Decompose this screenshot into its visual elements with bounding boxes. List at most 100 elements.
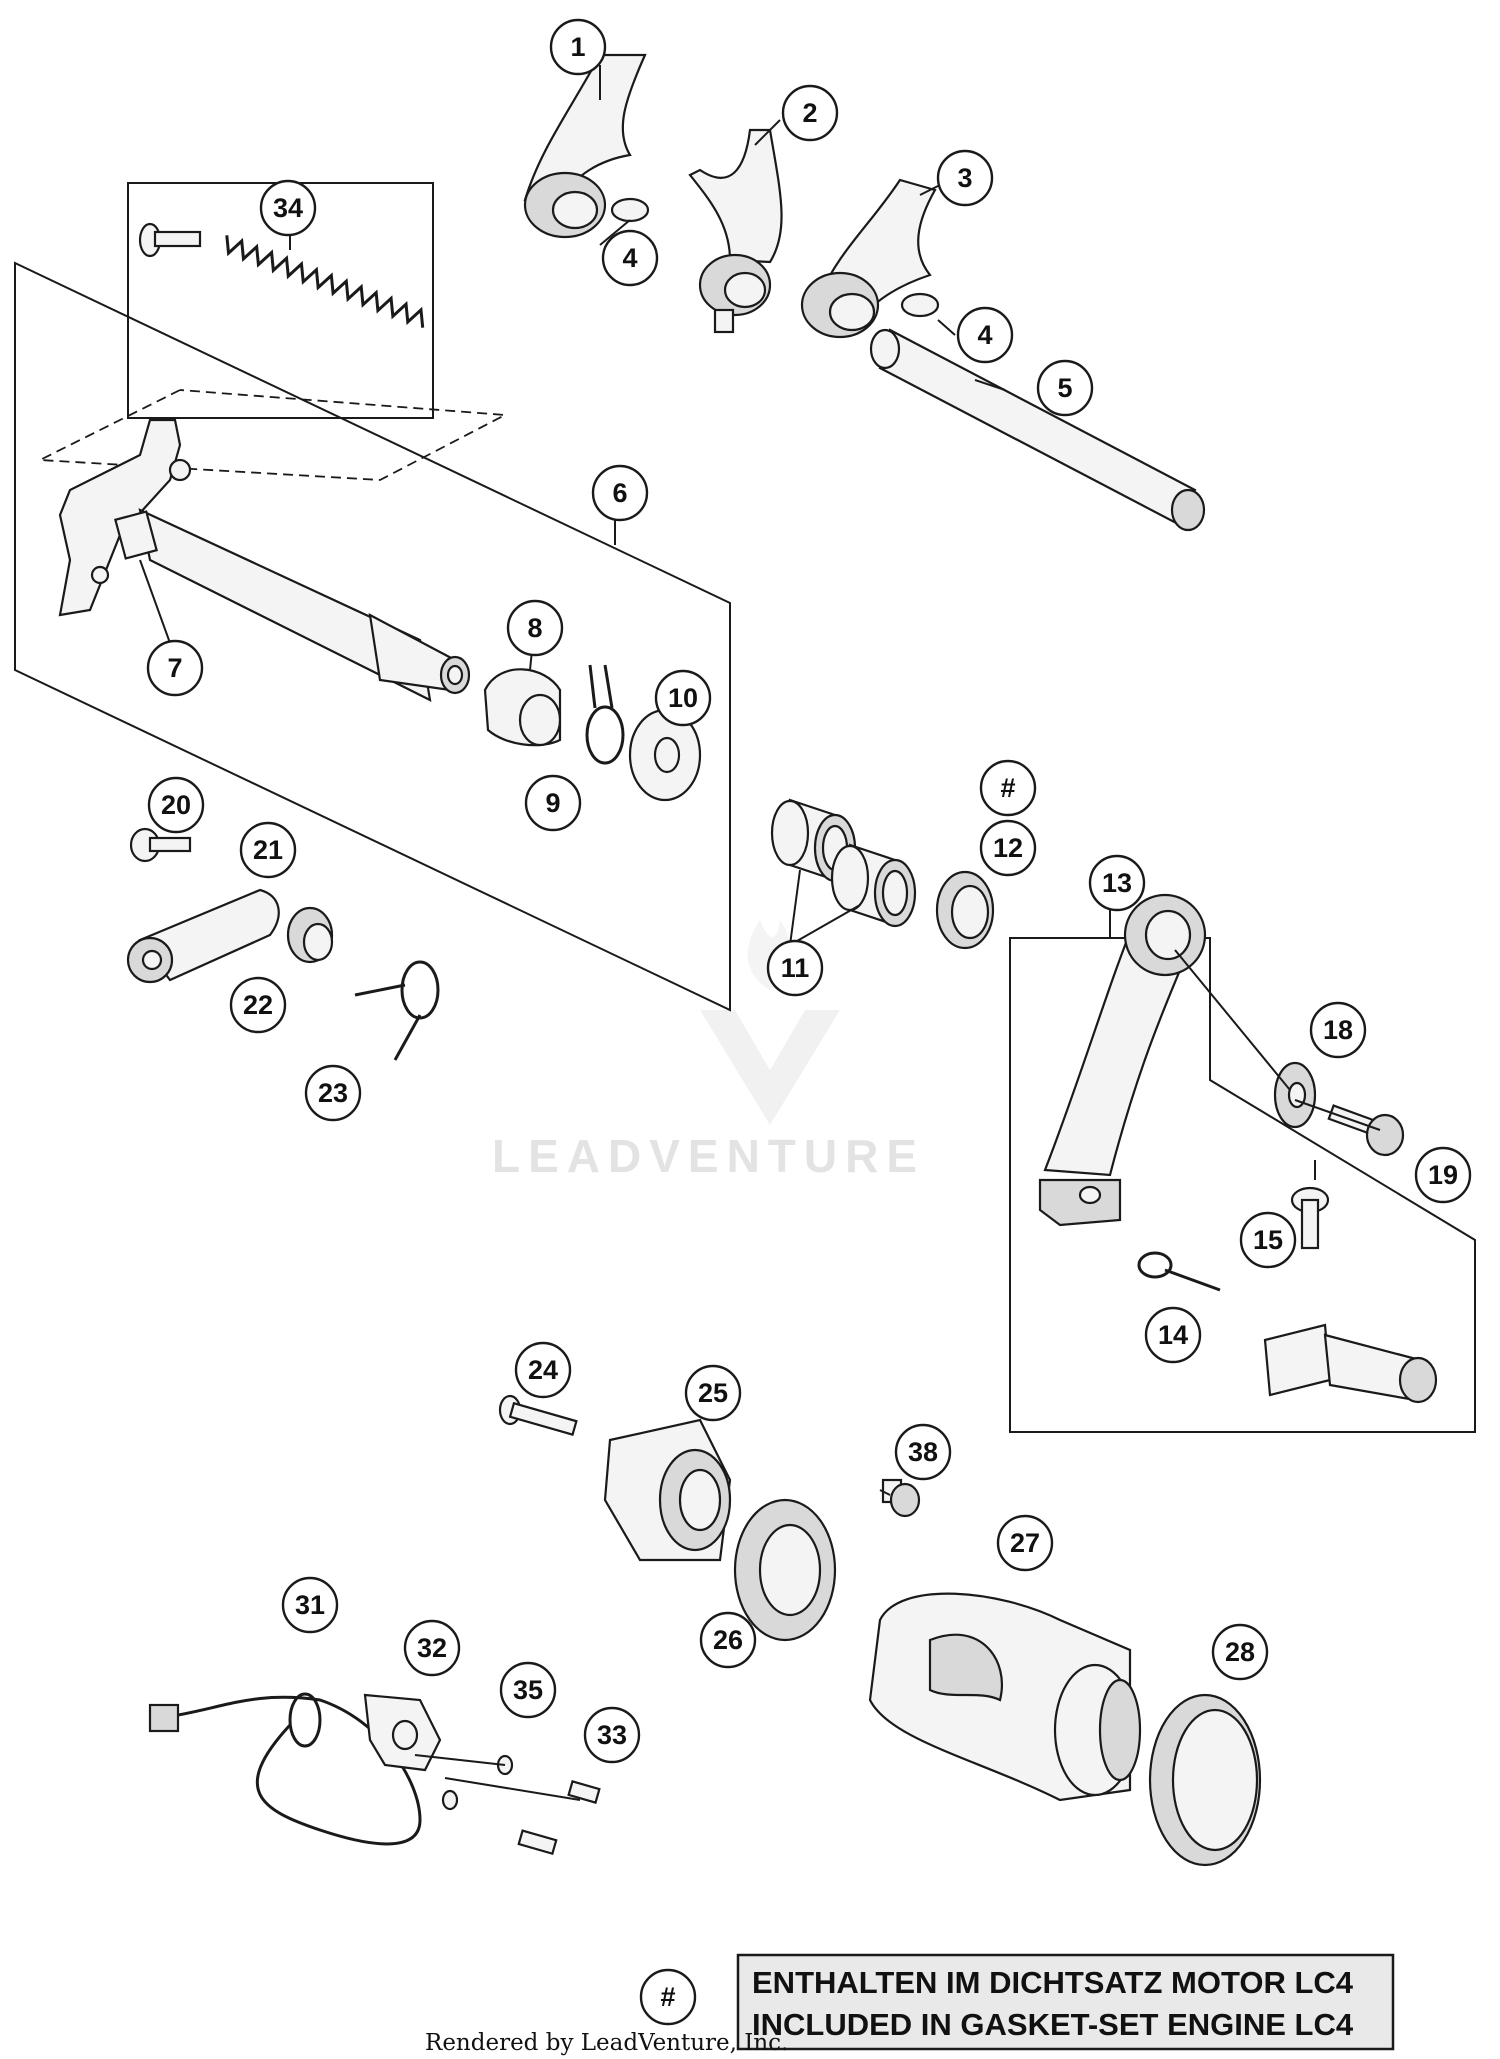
callout-6[interactable]: 6 [591, 464, 649, 522]
callout-8[interactable]: 8 [506, 599, 564, 657]
callout-31[interactable]: 31 [281, 1576, 339, 1634]
shift-drum-locating-25 [603, 1418, 732, 1562]
callout-10[interactable]: 10 [654, 669, 712, 727]
credit-text: Rendered by LeadVenture, Inc. [425, 2030, 788, 2056]
callout-23[interactable]: 23 [304, 1064, 362, 1122]
group-frame-shift-lever [1009, 937, 1476, 1433]
leader-lines [139, 65, 1381, 1998]
note-box [736, 1953, 1395, 2051]
svg-text:23: 23 [318, 1078, 348, 1108]
svg-text:3: 3 [957, 163, 972, 193]
callout-28[interactable]: 28 [1211, 1623, 1269, 1681]
callout-21[interactable]: 21 [239, 821, 297, 879]
callout-19[interactable]: 19 [1414, 1146, 1472, 1204]
note-line-1: ENTHALTEN IM DICHTSATZ MOTOR LC4 [752, 1965, 1354, 2000]
svg-text:27: 27 [1010, 1528, 1040, 1558]
svg-text:2: 2 [802, 98, 817, 128]
shift-rail-5 [869, 328, 1206, 532]
callout-1[interactable]: 1 [549, 18, 607, 76]
svg-text:15: 15 [1253, 1225, 1283, 1255]
bolt-20 [129, 827, 192, 863]
shift-shaft-6 [58, 418, 471, 702]
callout-13[interactable]: 13 [1088, 854, 1146, 912]
callout-15[interactable]: 15 [1239, 1211, 1297, 1269]
svg-text:31: 31 [295, 1590, 325, 1620]
group-frame-shift-shaft [14, 261, 731, 1012]
callout-hash-12[interactable]: # [979, 759, 1037, 817]
callout-5[interactable]: 5 [1036, 359, 1094, 417]
svg-text:7: 7 [167, 653, 182, 683]
callout-3[interactable]: 3 [936, 149, 994, 207]
shift-fork-2 [688, 128, 783, 334]
svg-text:18: 18 [1323, 1015, 1353, 1045]
screw-38 [881, 1478, 921, 1518]
detent-bolt-34 [138, 222, 202, 258]
shift-lever-13 [1038, 893, 1207, 1227]
lever-clamp [1263, 1323, 1438, 1404]
note-line-2: INCLUDED IN GASKET-SET ENGINE LC4 [752, 2007, 1354, 2042]
needle-bearing-11b [830, 843, 917, 928]
callout-34[interactable]: 34 [259, 179, 317, 237]
spring-14 [1137, 1251, 1221, 1292]
torsion-spring-23 [354, 960, 440, 1061]
callout-2[interactable]: 2 [781, 84, 839, 142]
note-marker[interactable]: # [639, 1968, 697, 2026]
callout-27[interactable]: 27 [996, 1514, 1054, 1572]
callout-11[interactable]: 11 [766, 939, 824, 997]
spring-9 [585, 664, 625, 765]
bearing-26 [733, 1498, 837, 1642]
svg-text:11: 11 [781, 953, 810, 983]
watermark-logo [700, 920, 840, 1125]
svg-text:25: 25 [698, 1378, 728, 1408]
callout-35[interactable]: 35 [499, 1661, 557, 1719]
bolt-33 [517, 1780, 601, 1856]
dashed-detail-box [36, 389, 509, 481]
watermark-text: LEADVENTURE [492, 1130, 925, 1182]
callout-25[interactable]: 25 [684, 1364, 742, 1422]
callout-4b[interactable]: 4 [956, 306, 1014, 364]
svg-text:6: 6 [612, 478, 627, 508]
spring-washer-18 [1273, 1061, 1317, 1129]
roller-22 [286, 906, 334, 964]
svg-text:22: 22 [243, 990, 273, 1020]
svg-text:5: 5 [1057, 373, 1072, 403]
callout-22[interactable]: 22 [229, 976, 287, 1034]
svg-text:38: 38 [908, 1437, 938, 1467]
group-frame-spring [127, 182, 434, 419]
svg-text:20: 20 [161, 790, 191, 820]
detent-spring-34 [225, 235, 425, 328]
callout-4a[interactable]: 4 [601, 229, 659, 287]
svg-text:10: 10 [668, 683, 698, 713]
callout-33[interactable]: 33 [583, 1706, 641, 1764]
svg-text:34: 34 [273, 193, 303, 223]
svg-text:1: 1 [570, 32, 585, 62]
callout-38[interactable]: 38 [894, 1423, 952, 1481]
svg-text:28: 28 [1225, 1637, 1255, 1667]
bushing-8 [483, 668, 562, 747]
bolt-24 [498, 1394, 578, 1437]
shift-pin-4a [610, 197, 650, 223]
detent-lever-21 [126, 888, 280, 984]
pin-15 [1290, 1186, 1330, 1250]
callout-26[interactable]: 26 [699, 1611, 757, 1669]
shift-fork-3 [800, 178, 937, 339]
svg-text:8: 8 [527, 613, 542, 643]
callout-7[interactable]: 7 [146, 639, 204, 697]
callout-12[interactable]: 12 [979, 819, 1037, 877]
svg-text:24: 24 [528, 1355, 558, 1385]
callout-32[interactable]: 32 [403, 1619, 461, 1677]
svg-text:#: # [1000, 773, 1015, 803]
svg-text:9: 9 [545, 788, 560, 818]
svg-text:4: 4 [977, 320, 992, 350]
callout-14[interactable]: 14 [1144, 1306, 1202, 1364]
callout-24[interactable]: 24 [514, 1341, 572, 1399]
shift-fork-1 [523, 53, 647, 239]
o-ring-31 [288, 1692, 322, 1748]
svg-text:26: 26 [713, 1625, 743, 1655]
callout-20[interactable]: 20 [147, 776, 205, 834]
svg-text:#: # [660, 1982, 675, 2012]
callout-9[interactable]: 9 [524, 774, 582, 832]
callout-18[interactable]: 18 [1309, 1001, 1367, 1059]
bearing-28 [1148, 1693, 1262, 1867]
